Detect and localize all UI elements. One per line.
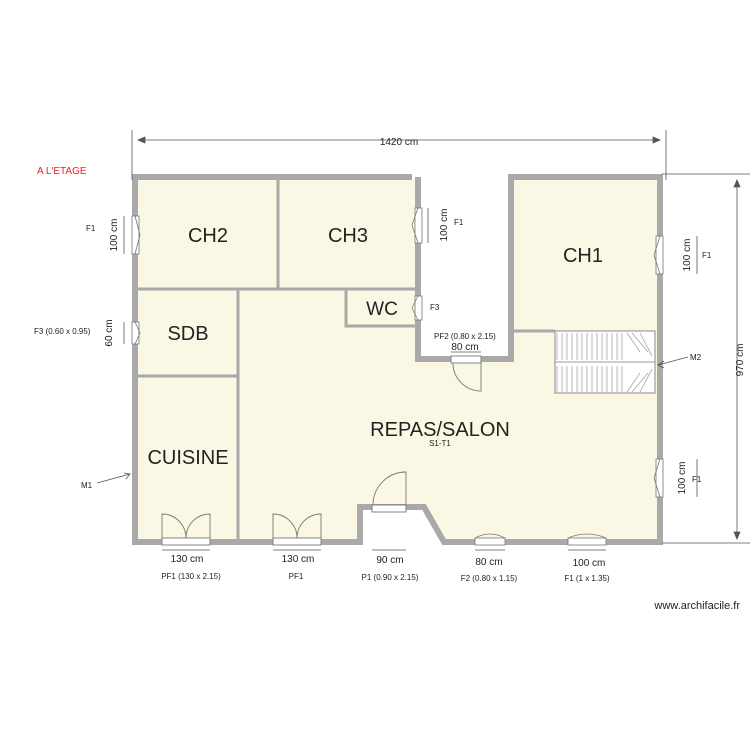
label-salon-f1: F1 xyxy=(692,475,702,484)
room-wc: WC xyxy=(366,299,398,320)
label-f1-bottom: F1 (1 x 1.35) xyxy=(564,574,610,583)
label-left-f3: F3 (0.60 x 0.95) xyxy=(34,327,91,336)
leader-arrows xyxy=(96,356,689,484)
staircase xyxy=(554,330,656,394)
dim-pf1-b: 130 cm xyxy=(282,554,315,565)
dim-p1: 90 cm xyxy=(376,555,403,566)
label-ch1-f1: F1 xyxy=(702,251,712,260)
room-repas-salon: REPAS/SALON xyxy=(370,419,510,441)
room-ch3: CH3 xyxy=(328,225,368,247)
label-left-f1: F1 xyxy=(86,224,96,233)
label-ch3-f1: F1 xyxy=(454,218,464,227)
room-sdb: SDB xyxy=(167,323,208,345)
dim-left-f1: 100 cm xyxy=(109,219,120,252)
label-wc-f3: F3 xyxy=(430,303,440,312)
dim-ch3-f1: 100 cm xyxy=(439,209,450,242)
walls xyxy=(132,174,663,545)
label-m2: M2 xyxy=(690,353,702,362)
dim-f2: 80 cm xyxy=(475,557,502,568)
dim-salon-f1: 100 cm xyxy=(677,462,688,495)
dim-left-f3: 60 cm xyxy=(104,319,115,346)
footer-credit: www.archifacile.fr xyxy=(653,600,740,612)
label-pf1-a: PF1 (130 x 2.15) xyxy=(161,572,221,581)
floor-note: A L'ETAGE xyxy=(37,166,87,177)
dim-pf1-a: 130 cm xyxy=(171,554,204,565)
label-m1: M1 xyxy=(81,481,93,490)
dim-f1-bottom: 100 cm xyxy=(573,558,606,569)
label-pf2: PF2 (0.80 x 2.15) xyxy=(434,332,496,341)
room-cuisine: CUISINE xyxy=(147,447,228,469)
dim-ch1-f1: 100 cm xyxy=(682,239,693,272)
dimension-lines xyxy=(123,130,750,551)
dim-overall-height: 970 cm xyxy=(735,344,746,377)
room-ch1: CH1 xyxy=(563,245,603,267)
dim-overall-width: 1420 cm xyxy=(380,137,418,148)
room-ch2: CH2 xyxy=(188,225,228,247)
openings xyxy=(131,207,664,546)
room-repas-salon-sub: S1-T1 xyxy=(429,439,451,448)
dim-pf2: 80 cm xyxy=(451,342,478,353)
label-p1: P1 (0.90 x 2.15) xyxy=(362,573,419,582)
label-pf1-b: PF1 xyxy=(289,572,304,581)
door-swings xyxy=(161,355,482,546)
label-f2: F2 (0.80 x 1.15) xyxy=(461,574,518,583)
